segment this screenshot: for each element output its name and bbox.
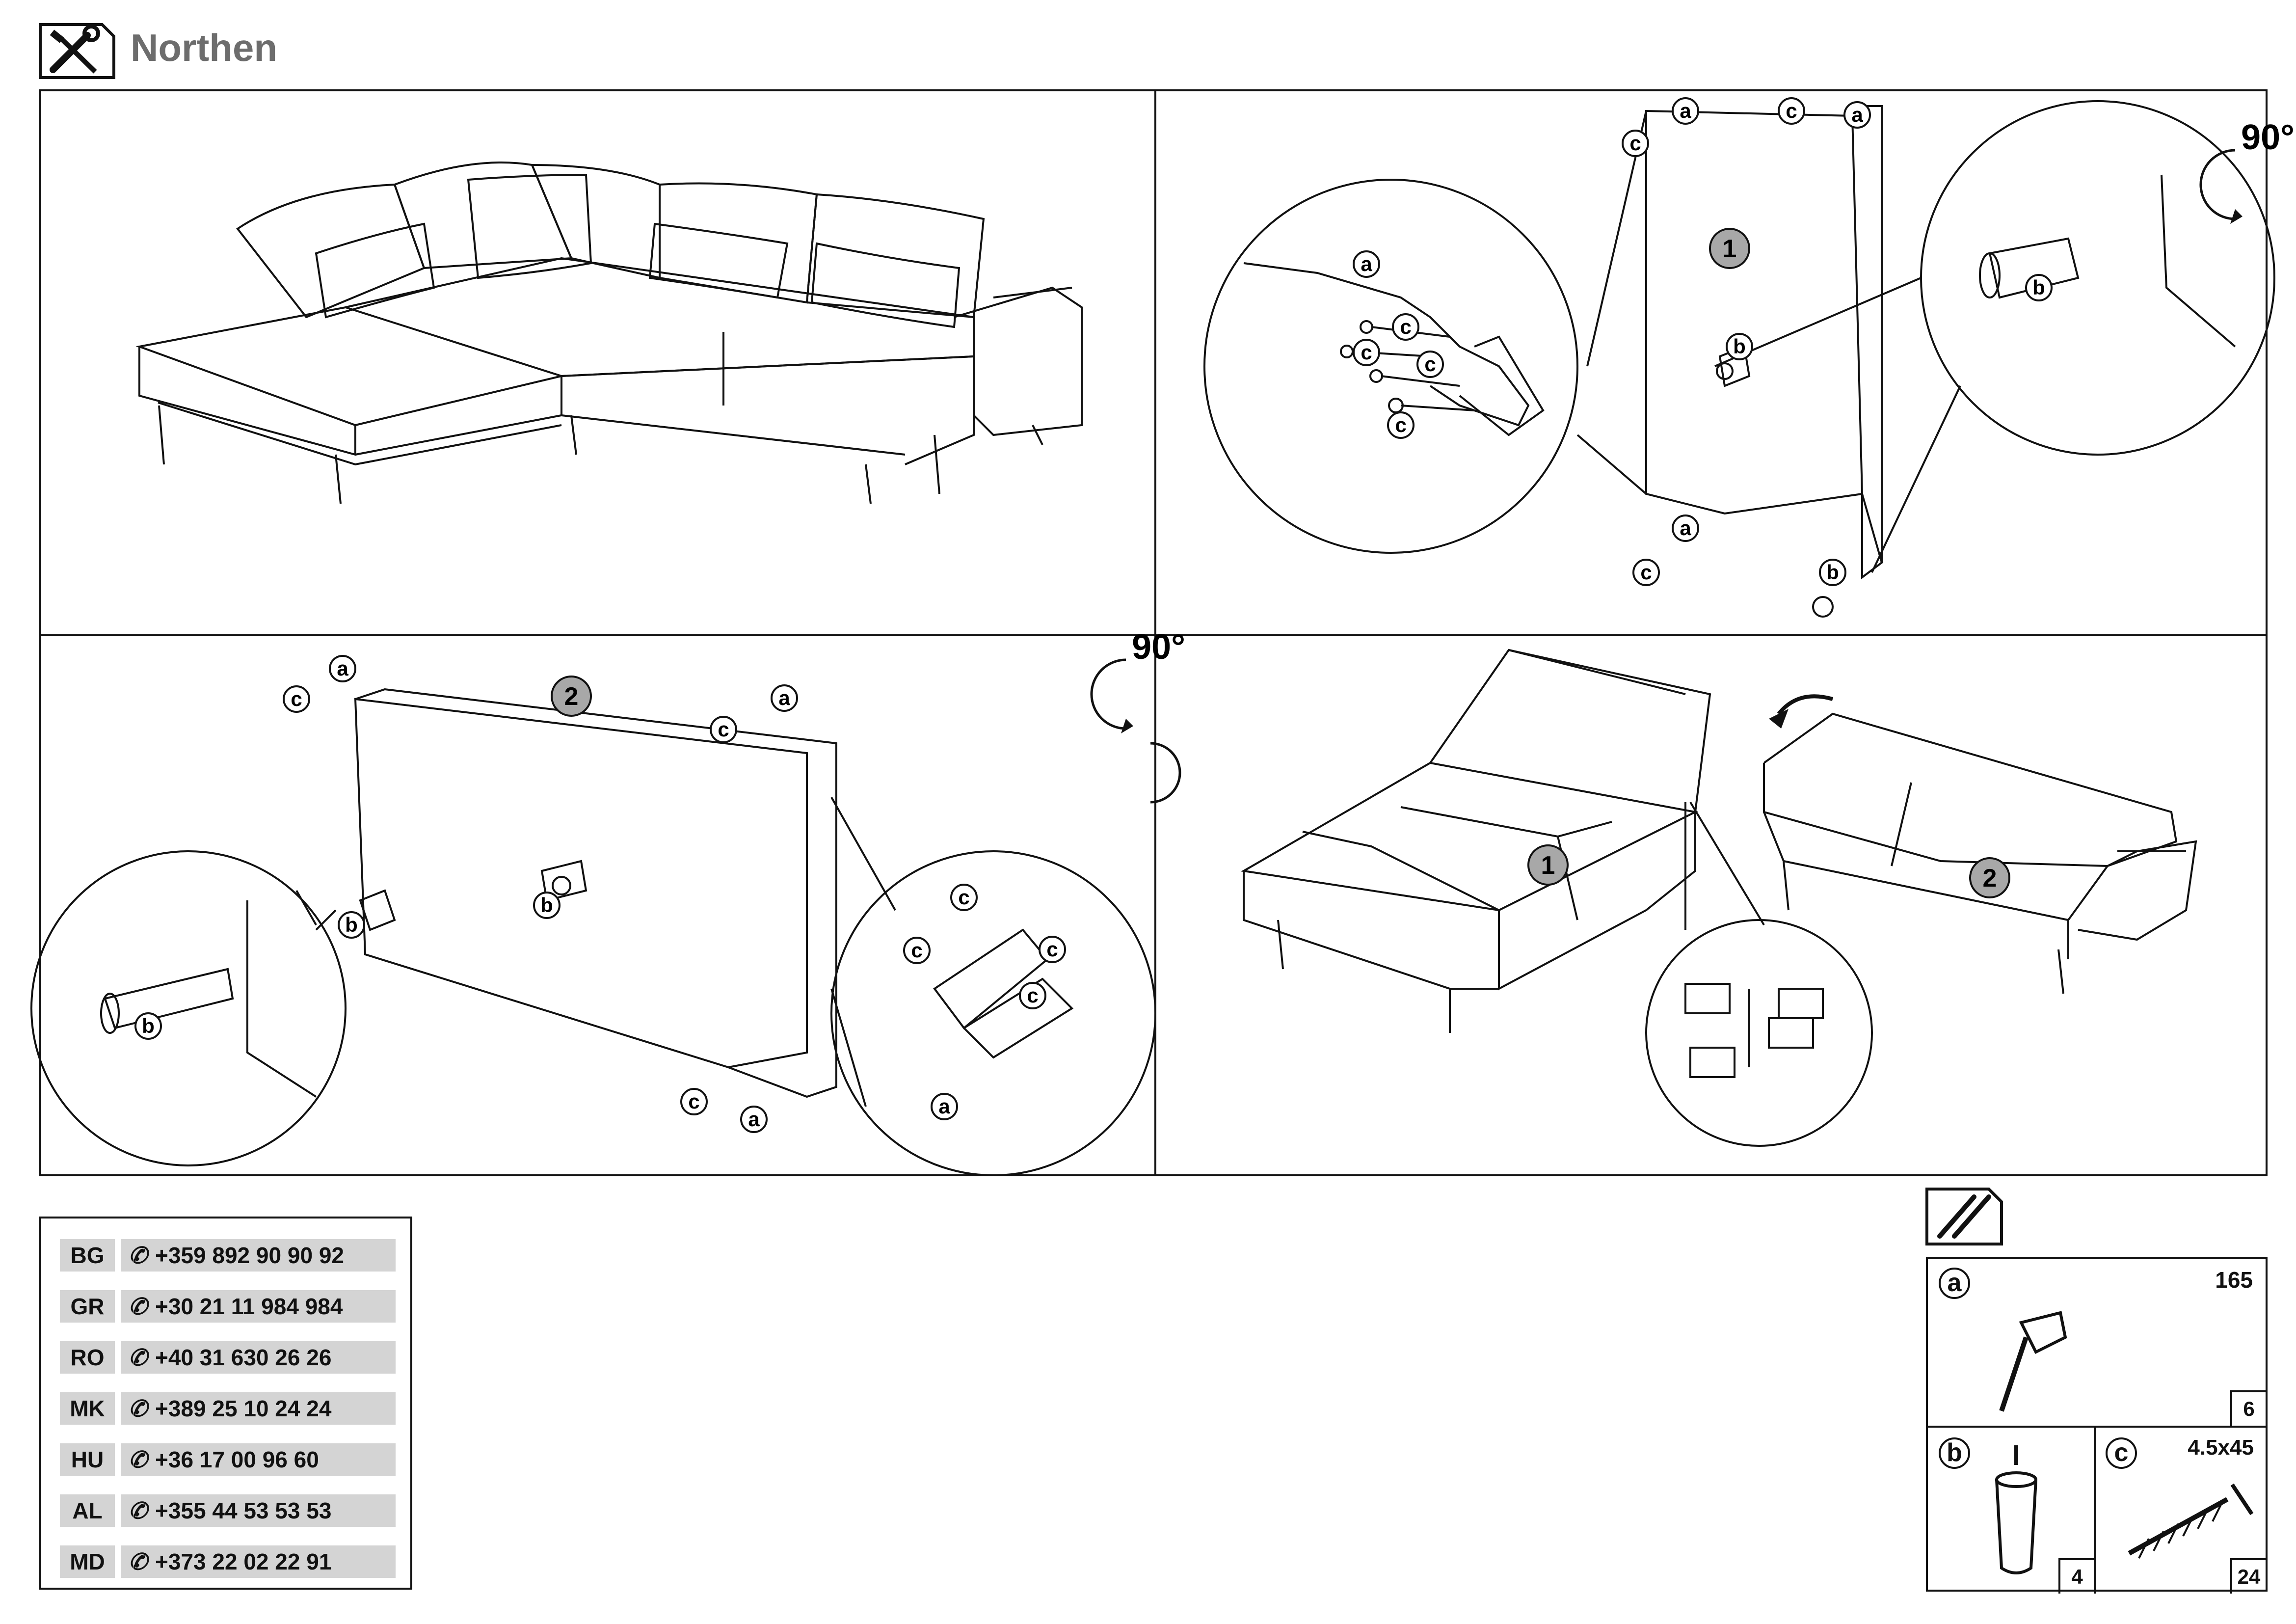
phone-row-bg: BG ✆ +359 892 90 90 92 <box>60 1239 396 1272</box>
phone-row-md: MD ✆ +373 22 02 22 91 <box>60 1545 396 1578</box>
svg-text:2: 2 <box>1983 864 1997 893</box>
phone-row-al: AL ✆ +355 44 53 53 53 <box>60 1494 396 1527</box>
country-code: AL <box>60 1494 115 1527</box>
svg-text:c: c <box>1395 413 1406 436</box>
hardware-icon <box>1925 1188 2003 1245</box>
phone-number[interactable]: ✆ +36 17 00 96 60 <box>121 1443 396 1476</box>
svg-text:1: 1 <box>1541 851 1555 880</box>
svg-text:c: c <box>911 939 922 962</box>
svg-text:c: c <box>1640 561 1652 584</box>
country-code: HU <box>60 1443 115 1476</box>
divider <box>1928 1426 2266 1428</box>
phone-row-ro: RO ✆ +40 31 630 26 26 <box>60 1341 396 1374</box>
svg-text:c: c <box>1361 341 1372 364</box>
phone-number[interactable]: ✆ +40 31 630 26 26 <box>121 1341 396 1374</box>
phone-row-mk: MK ✆ +389 25 10 24 24 <box>60 1392 396 1425</box>
svg-text:b: b <box>1733 335 1746 358</box>
part-c-letter: c <box>2106 1437 2137 1469</box>
svg-text:c: c <box>688 1090 699 1113</box>
phone-number[interactable]: ✆ +359 892 90 90 92 <box>121 1239 396 1272</box>
part-a-letter: a <box>1939 1268 1970 1299</box>
phone-number[interactable]: ✆ +373 22 02 22 91 <box>121 1545 396 1578</box>
svg-text:b: b <box>1826 561 1839 584</box>
svg-text:a: a <box>337 657 348 680</box>
svg-text:90°: 90° <box>1132 627 1185 667</box>
svg-text:b: b <box>142 1014 155 1037</box>
phone-icon: ✆ <box>128 1447 148 1472</box>
phone-number-text: +355 44 53 53 53 <box>155 1498 332 1523</box>
part-c-qty: 24 <box>2230 1558 2266 1594</box>
svg-text:c: c <box>1424 352 1436 376</box>
page-title: Northen <box>131 26 277 69</box>
phone-icon: ✆ <box>128 1396 148 1421</box>
leg-bracket-icon <box>1999 1311 2067 1412</box>
flip-arrow-icon <box>1777 694 1834 715</box>
svg-text:c: c <box>718 718 729 741</box>
phone-number[interactable]: ✆ +30 21 11 984 984 <box>121 1290 396 1323</box>
svg-text:a: a <box>1361 252 1372 275</box>
svg-text:c: c <box>1046 938 1058 961</box>
svg-text:a: a <box>1851 103 1863 126</box>
phone-icon: ✆ <box>128 1345 148 1370</box>
svg-text:a: a <box>1680 516 1691 540</box>
phone-number-text: +40 31 630 26 26 <box>155 1345 332 1370</box>
svg-text:2: 2 <box>564 682 579 711</box>
hardware-parts-table: a 165 6 b 4 c 4.5x45 24 <box>1926 1257 2268 1594</box>
country-code: MD <box>60 1545 115 1578</box>
assembly-steps-grid: 90° 1 a c a c b a c b b a c c c c <box>30 89 2295 1176</box>
step-4-join-parts: 1 2 <box>1241 649 2197 1147</box>
phone-icon: ✆ <box>128 1549 148 1574</box>
part-c-size: 4.5x45 <box>2188 1435 2254 1460</box>
svg-text:a: a <box>1680 99 1691 122</box>
rotate-90-icon <box>1150 742 1181 804</box>
phone-row-gr: GR ✆ +30 21 11 984 984 <box>60 1290 396 1323</box>
svg-text:c: c <box>1629 132 1641 155</box>
part-a-size: 165 <box>2215 1267 2253 1293</box>
divider <box>2094 1426 2096 1594</box>
svg-text:c: c <box>291 687 302 710</box>
rotate-90-icon <box>2199 149 2243 224</box>
country-code: GR <box>60 1290 115 1323</box>
svg-text:a: a <box>938 1095 950 1118</box>
tools-icon <box>39 23 115 79</box>
step-2-chaise-fittings: 90° 1 a c a c b a c b b a c c c c <box>1203 97 2295 618</box>
part-b-qty: 4 <box>2058 1558 2094 1594</box>
svg-text:c: c <box>958 886 969 909</box>
svg-text:1: 1 <box>1723 235 1737 263</box>
part-a-qty: 6 <box>2230 1390 2266 1426</box>
phone-number[interactable]: ✆ +355 44 53 53 53 <box>121 1494 396 1527</box>
svg-text:c: c <box>1027 984 1038 1007</box>
part-b-letter: b <box>1939 1437 1970 1469</box>
phone-icon: ✆ <box>128 1294 148 1319</box>
support-phone-list: BG ✆ +359 892 90 90 92 GR ✆ +30 21 11 984 … <box>39 1217 412 1590</box>
country-code: RO <box>60 1341 115 1374</box>
phone-number-text: +36 17 00 96 60 <box>155 1447 319 1472</box>
phone-number[interactable]: ✆ +389 25 10 24 24 <box>121 1392 396 1425</box>
svg-text:c: c <box>1786 99 1797 122</box>
svg-text:b: b <box>2032 276 2045 299</box>
phone-number-text: +389 25 10 24 24 <box>155 1396 332 1421</box>
svg-text:b: b <box>345 913 358 936</box>
divider-vertical <box>1154 91 1156 1174</box>
screw-icon <box>2128 1483 2254 1559</box>
phone-row-hu: HU ✆ +36 17 00 96 60 <box>60 1443 396 1476</box>
wooden-foot-icon <box>1995 1445 2037 1574</box>
divider-horizontal <box>41 634 2266 636</box>
country-code: MK <box>60 1392 115 1425</box>
step-1-sofa-illustration <box>135 162 1083 504</box>
phone-number-text: +373 22 02 22 91 <box>155 1549 332 1574</box>
step-3-main-fittings: 90° 2 a c a c b b b c a c c c c a <box>30 627 1185 1176</box>
svg-text:a: a <box>748 1108 760 1131</box>
phone-number-text: +30 21 11 984 984 <box>155 1294 343 1319</box>
phone-icon: ✆ <box>128 1498 148 1523</box>
svg-text:b: b <box>540 893 553 917</box>
svg-text:a: a <box>778 686 790 709</box>
country-code: BG <box>60 1239 115 1272</box>
svg-text:c: c <box>1400 315 1411 338</box>
phone-icon: ✆ <box>128 1243 148 1268</box>
svg-text:90°: 90° <box>2241 118 2295 157</box>
phone-number-text: +359 892 90 90 92 <box>155 1243 344 1268</box>
